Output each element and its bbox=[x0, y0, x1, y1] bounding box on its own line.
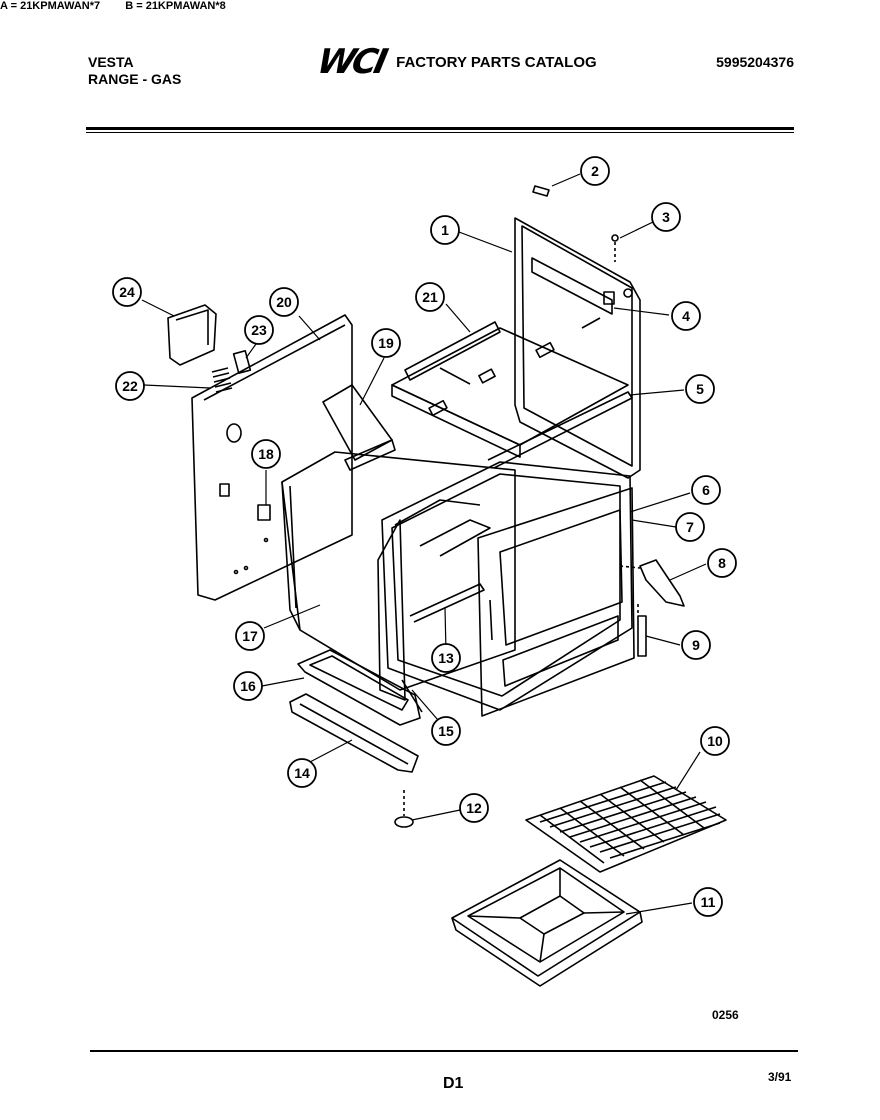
callout-label-6: 6 bbox=[702, 482, 710, 498]
callout-circle-13 bbox=[431, 643, 461, 673]
callout-circle-21 bbox=[415, 282, 445, 312]
callout-label-8: 8 bbox=[718, 555, 726, 571]
part-bottom-panel bbox=[297, 649, 421, 726]
revision-date: 3/91 bbox=[768, 1070, 792, 1084]
callout-label-16: 16 bbox=[240, 678, 256, 694]
brand-name: VESTA bbox=[88, 54, 134, 70]
part-side-bracket bbox=[167, 304, 217, 366]
part-rack-rail bbox=[409, 519, 491, 623]
catalog-title: FACTORY PARTS CATALOG bbox=[396, 53, 597, 71]
callout-circle-16 bbox=[233, 671, 263, 701]
callout-label-12: 12 bbox=[466, 800, 482, 816]
callout-label-17: 17 bbox=[242, 628, 258, 644]
callout-markers bbox=[112, 156, 737, 917]
part-top-trim bbox=[487, 391, 633, 469]
part-top-panel bbox=[391, 321, 629, 458]
callout-circle-9 bbox=[681, 630, 711, 660]
callout-circle-19 bbox=[371, 328, 401, 358]
callout-circle-17 bbox=[235, 621, 265, 651]
part-hinge bbox=[619, 559, 685, 607]
callout-circle-24 bbox=[112, 277, 142, 307]
part-screw bbox=[611, 234, 619, 262]
part-leveler-foot bbox=[394, 790, 414, 828]
callout-circle-14 bbox=[287, 758, 317, 788]
part-vent-duct bbox=[322, 384, 396, 471]
callout-label-22: 22 bbox=[122, 378, 138, 394]
callout-circle-8 bbox=[707, 548, 737, 578]
part-rear-panel bbox=[514, 217, 641, 479]
callout-label-13: 13 bbox=[438, 650, 454, 666]
callout-circle-6 bbox=[691, 475, 721, 505]
callout-label-5: 5 bbox=[696, 381, 704, 397]
callout-label-14: 14 bbox=[294, 765, 310, 781]
part-baffle-bracket bbox=[401, 679, 423, 713]
part-insert bbox=[232, 349, 252, 375]
callout-label-15: 15 bbox=[438, 723, 454, 739]
callout-circle-18 bbox=[251, 439, 281, 469]
callout-circle-10 bbox=[700, 726, 730, 756]
part-broiler-tray bbox=[451, 859, 643, 987]
part-oven-rack bbox=[525, 775, 727, 873]
part-oven-frame bbox=[381, 461, 633, 711]
callout-circle-15 bbox=[431, 716, 461, 746]
callout-labels: 1 2 3 4 5 6 7 8 9 10 11 12 13 14 15 16 1… bbox=[119, 163, 726, 910]
callout-circle-11 bbox=[693, 887, 723, 917]
callout-label-23: 23 bbox=[251, 322, 267, 338]
product-name: RANGE - GAS bbox=[88, 71, 182, 87]
callout-label-2: 2 bbox=[591, 163, 599, 179]
drawing-code: 0256 bbox=[712, 1008, 739, 1022]
part-oven-door bbox=[477, 487, 635, 717]
footer-rule bbox=[90, 1050, 798, 1052]
model-b: B = 21KPMAWAN*8 bbox=[125, 0, 226, 12]
callout-label-3: 3 bbox=[662, 209, 670, 225]
callout-label-1: 1 bbox=[441, 222, 449, 238]
header-rule-top bbox=[86, 127, 794, 130]
callout-circle-22 bbox=[115, 371, 145, 401]
page-identifier: D1 bbox=[443, 1075, 464, 1092]
brand-block: VESTA RANGE - GAS bbox=[88, 54, 181, 88]
part-vent-grille bbox=[211, 367, 233, 393]
callout-circle-2 bbox=[580, 156, 610, 186]
callout-circle-12 bbox=[459, 793, 489, 823]
callout-label-7: 7 bbox=[686, 519, 694, 535]
part-hinge-spring bbox=[637, 604, 647, 657]
part-side-panel bbox=[191, 314, 353, 601]
callout-circle-4 bbox=[671, 301, 701, 331]
callout-circle-3 bbox=[651, 202, 681, 232]
callout-circle-1 bbox=[430, 215, 460, 245]
callout-label-18: 18 bbox=[258, 446, 274, 462]
catalog-number: 5995204376 bbox=[716, 54, 794, 70]
callout-label-24: 24 bbox=[119, 284, 135, 300]
callout-circle-23 bbox=[244, 315, 274, 345]
callout-label-9: 9 bbox=[692, 637, 700, 653]
part-broiler-pan bbox=[289, 693, 419, 773]
callout-label-4: 4 bbox=[682, 308, 690, 324]
callout-circle-5 bbox=[685, 374, 715, 404]
callout-label-11: 11 bbox=[701, 894, 716, 910]
callout-circle-7 bbox=[675, 512, 705, 542]
model-a: A = 21KPMAWAN*7 bbox=[0, 0, 101, 12]
part-clip bbox=[532, 185, 550, 197]
callout-label-20: 20 bbox=[276, 294, 292, 310]
part-rear-bracket bbox=[603, 291, 615, 305]
callout-label-10: 10 bbox=[707, 733, 723, 749]
callout-label-19: 19 bbox=[378, 335, 394, 351]
model-legend: A = 21KPMAWAN*7 B = 21KPMAWAN*8 bbox=[0, 0, 880, 12]
callout-label-21: 21 bbox=[422, 289, 438, 305]
header-rule-bottom bbox=[86, 132, 794, 133]
leader-lines bbox=[141, 173, 707, 915]
header-title-block: WCI FACTORY PARTS CATALOG bbox=[314, 42, 597, 82]
callout-circle-20 bbox=[269, 287, 299, 317]
